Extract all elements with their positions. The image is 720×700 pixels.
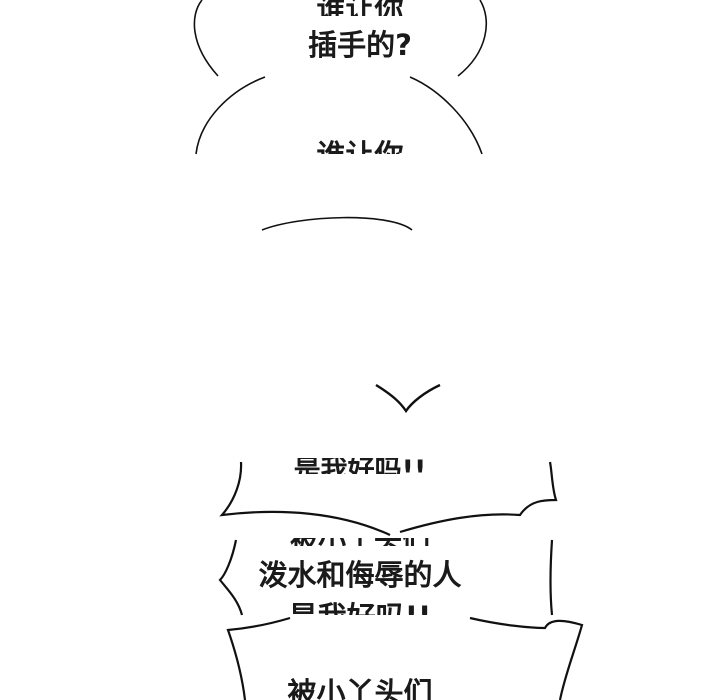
bubble-text: 是我好吗!! (293, 458, 427, 474)
bubble-text: 谁让你 (0, 132, 720, 154)
bubble-3-partial: 是我好吗!! (0, 458, 720, 474)
bubble-1-line-1: 谁让你 (0, 0, 720, 16)
cloud-bubble-2-outline (218, 539, 554, 616)
bubble-text: 被小丫头们 (0, 538, 720, 546)
bubble-1-outline (193, 0, 488, 77)
bubble-2-outline (195, 76, 483, 155)
cloud-bubble-3-outline (226, 616, 584, 700)
bubble-1-line-2: 插手的? (0, 22, 720, 62)
cloud-bubble-1-outline (219, 461, 558, 536)
bubble-4-line-2: 泼水和侮辱的人 (0, 550, 720, 590)
bubble-text: 谁让你 (0, 0, 720, 16)
bubble-text: 插手的? (308, 28, 412, 62)
bubble-4-line-1: 被小丫头们 (0, 538, 720, 546)
bubble-3-outline (261, 216, 413, 231)
bubble-4-line-3: 是我好吗!! (0, 592, 720, 615)
bubble-text: 泼水和侮辱的人 (258, 558, 462, 590)
bubble-tail (375, 383, 441, 414)
bubble-5-line-1: 被小丫头们 (0, 668, 720, 700)
bubble-text: 是我好吗!! (0, 594, 720, 615)
bubble-text: 被小丫头们 (287, 676, 433, 700)
bubble-2-line-1: 谁让你 (0, 130, 720, 154)
